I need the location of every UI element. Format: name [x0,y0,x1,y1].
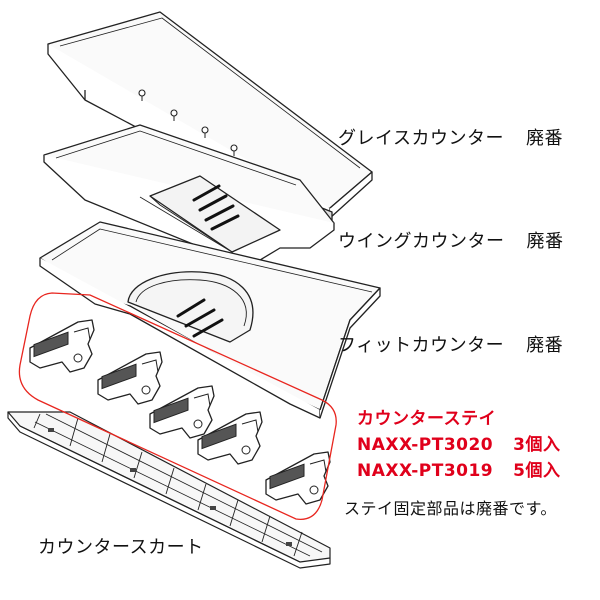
counter-skirt-illustration [7,411,331,569]
part-row-pt3019: NAXX-PT3019 5個入 [357,456,560,481]
counter-stay-title: カウンターステイ [357,409,497,429]
stay-bracket-5 [265,451,331,505]
part-code-pt3019: NAXX-PT3019 [357,461,494,481]
part-row-pt3020: NAXX-PT3020 3個入 [357,430,560,455]
stay-bracket-2 [97,351,163,405]
stay-discontinued-note: ステイ固定部品は廃番です。 [344,499,557,518]
fit-counter-label: フィットカウンター廃番 [338,331,563,357]
wing-counter-label: ウイングカウンター廃番 [338,227,564,253]
grace-counter-name: グレイスカウンター [338,128,504,149]
grace-counter-status: 廃番 [525,128,563,149]
stay-bracket-4 [197,411,263,465]
grace-counter-label: グレイスカウンター廃番 [338,124,563,150]
stay-bracket-3 [149,385,215,439]
stay-highlight-outline [18,292,337,521]
fit-counter-illustration [39,221,381,419]
fit-counter-status: 廃番 [526,335,564,356]
counter-stay-brackets [29,319,331,505]
counter-skirt-label: カウンタースカート [38,537,204,558]
wing-counter-illustration [43,124,335,267]
fit-counter-name: フィットカウンター [338,335,505,356]
stay-bracket-1 [29,319,95,373]
wing-counter-status: 廃番 [526,231,564,252]
wing-counter-name: ウイングカウンター [338,231,505,252]
part-code-pt3020: NAXX-PT3020 [357,435,494,455]
part-qty-pt3020: 3個入 [513,435,561,455]
part-qty-pt3019: 5個入 [513,461,561,481]
